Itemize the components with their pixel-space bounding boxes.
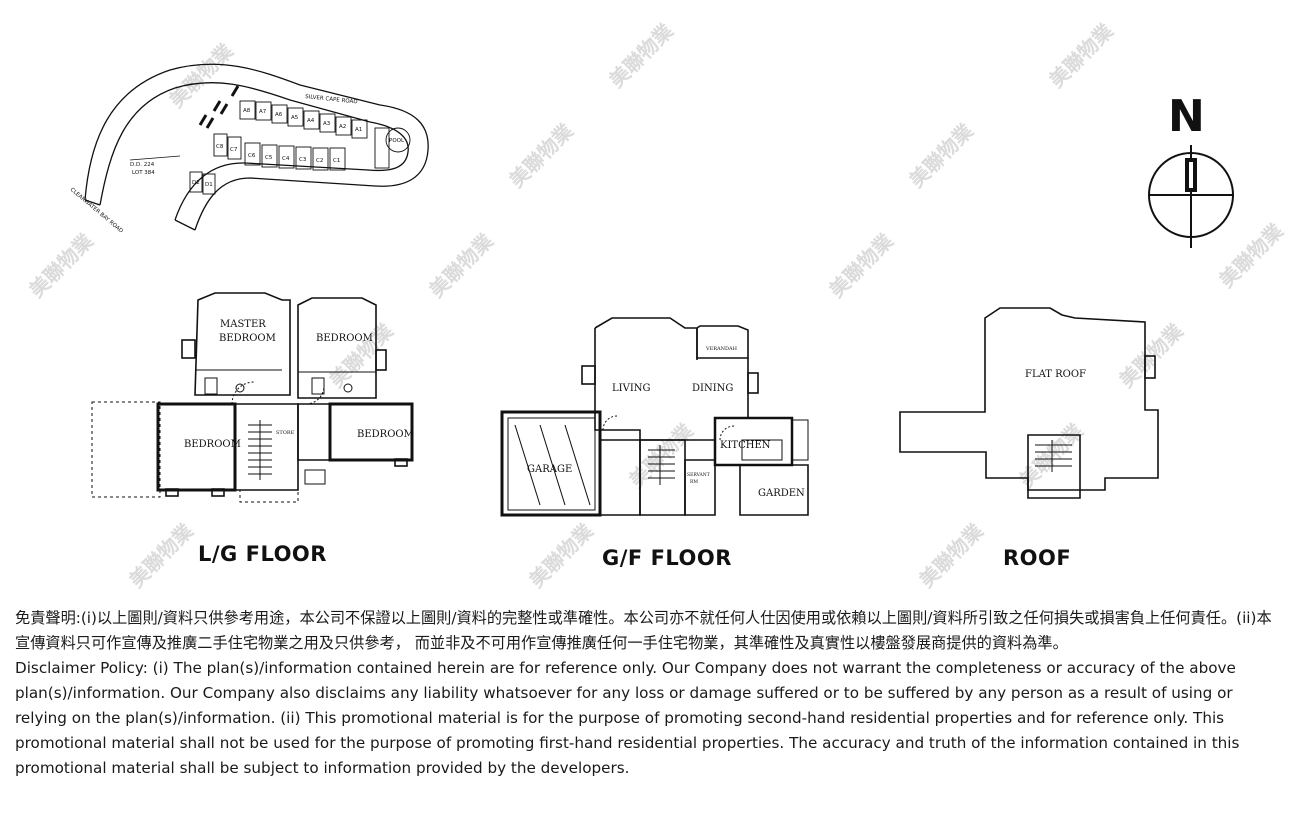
unit-label: C6 [248,153,256,159]
lot-label: D.D. 224 [130,162,155,168]
unit-label: C5 [265,155,273,161]
room-label: GARDEN [758,488,805,499]
unit-label: A5 [291,115,299,121]
disclaimer: 免責聲明:(i)以上圖則/資料只供參考用途，本公司不保證以上圖則/資料的完整性或… [15,606,1285,781]
unit-label: C7 [230,147,238,153]
disclaimer-english: Disclaimer Policy: (i) The plan(s)/infor… [15,659,1240,777]
unit-label: A6 [275,112,283,118]
site-plan: SILVER CAPE ROAD CLEARWATER BAY ROAD D.D… [69,63,429,235]
room-label: BEDROOM [357,429,414,440]
north-arrow-icon: N [1148,91,1234,248]
unit-label: C4 [282,156,290,162]
gf-floor-plan: LIVING DINING VERANDAH KITCHEN GARAGE GA… [500,317,809,517]
room-label: GARAGE [527,464,572,475]
unit-label: A4 [307,118,315,124]
unit-label: A2 [339,124,346,130]
pool-label: POOL [389,138,405,144]
room-label: BEDROOM [219,333,276,344]
room-label: BEDROOM [316,333,373,344]
unit-label: C3 [299,157,307,163]
unit-label: C1 [333,158,340,164]
room-label: SERVANT [687,472,710,478]
unit-label: D2 [192,180,200,186]
room-label: STORE [276,430,295,436]
floor-plans: SILVER CAPE ROAD CLEARWATER BAY ROAD D.D… [69,63,1234,517]
room-label: MASTER [220,319,266,330]
room-label: BEDROOM [184,439,241,450]
room-label: VERANDAH [705,346,738,352]
lot-label: LOT 384 [132,170,155,176]
unit-label: A1 [355,127,362,133]
roof-plan: FLAT ROOF [899,307,1159,499]
room-label: FLAT ROOF [1025,369,1086,380]
room-label: KITCHEN [720,440,771,451]
site-road-label: SILVER CAPE ROAD [305,94,358,105]
unit-label: A8 [243,108,251,114]
room-label: RM [690,479,698,485]
lg-floor-plan: MASTER BEDROOM BEDROOM BEDROOM BEDROOM S… [91,292,414,503]
north-label: N [1168,91,1205,142]
unit-label: C8 [216,144,224,150]
room-label: LIVING [612,383,651,394]
unit-label: A7 [259,109,267,115]
lg-floor-label: L/G FLOOR [198,542,327,566]
disclaimer-chinese: 免責聲明:(i)以上圖則/資料只供參考用途，本公司不保證以上圖則/資料的完整性或… [15,609,1272,652]
unit-label: C2 [316,158,323,164]
unit-label: D1 [205,182,213,188]
room-label: DINING [692,383,733,394]
gf-floor-label: G/F FLOOR [602,546,732,570]
unit-label: A3 [323,121,331,127]
roof-label: ROOF [1003,546,1072,570]
site-road-label: CLEARWATER BAY ROAD [69,187,124,235]
